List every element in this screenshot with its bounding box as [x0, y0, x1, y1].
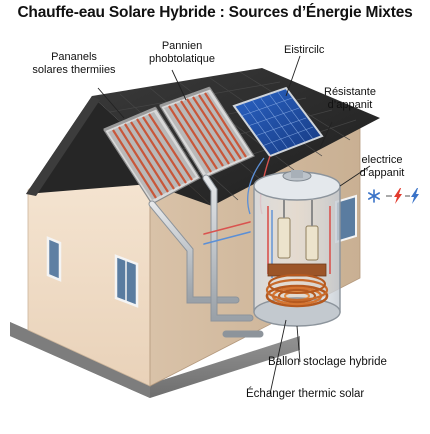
label-hybrid-storage-tank: Ballon stoclage hybride: [268, 356, 387, 368]
label-electric-1: Eistircilc: [284, 44, 325, 56]
hybrid-storage-tank: [253, 170, 341, 327]
label-photovoltaic-panel: Pannien phobtolatique: [132, 40, 232, 66]
label-solar-heat-exchanger: Échanger thermic solar: [246, 388, 365, 400]
lightning-bolt-icon: [394, 188, 402, 204]
photovoltaic-panel: [232, 86, 324, 158]
label-electric-backup: electrice d’appanit: [340, 154, 424, 180]
label-line: Pannien: [161, 40, 203, 52]
label-solar-thermal-panels: Pananels solares thermiies: [14, 51, 134, 77]
label-line: d’appanit: [327, 99, 373, 111]
label-line: solares thermiies: [32, 64, 116, 76]
window-front-right: [114, 254, 139, 308]
label-resistance: Résistante d’appanit: [300, 86, 400, 112]
label-line: electrice: [361, 154, 403, 166]
label-line: phobtolatique: [148, 53, 216, 65]
label-line: Pananels: [51, 51, 97, 63]
lightning-bolt-icon-blue: [411, 188, 419, 204]
solar-pipes: [148, 174, 264, 338]
label-line: d’appanit: [359, 167, 405, 179]
solar-thermal-panel-1: [103, 106, 201, 205]
window-left: [46, 236, 62, 282]
snowflake-icon: [368, 189, 380, 203]
diagram-title: Chauffe-eau Solare Hybride : Sources d’É…: [17, 4, 413, 21]
label-line: Résistante: [324, 86, 376, 98]
leader-lines: [97, 55, 371, 395]
solar-heat-exchanger-coil: [265, 274, 329, 308]
